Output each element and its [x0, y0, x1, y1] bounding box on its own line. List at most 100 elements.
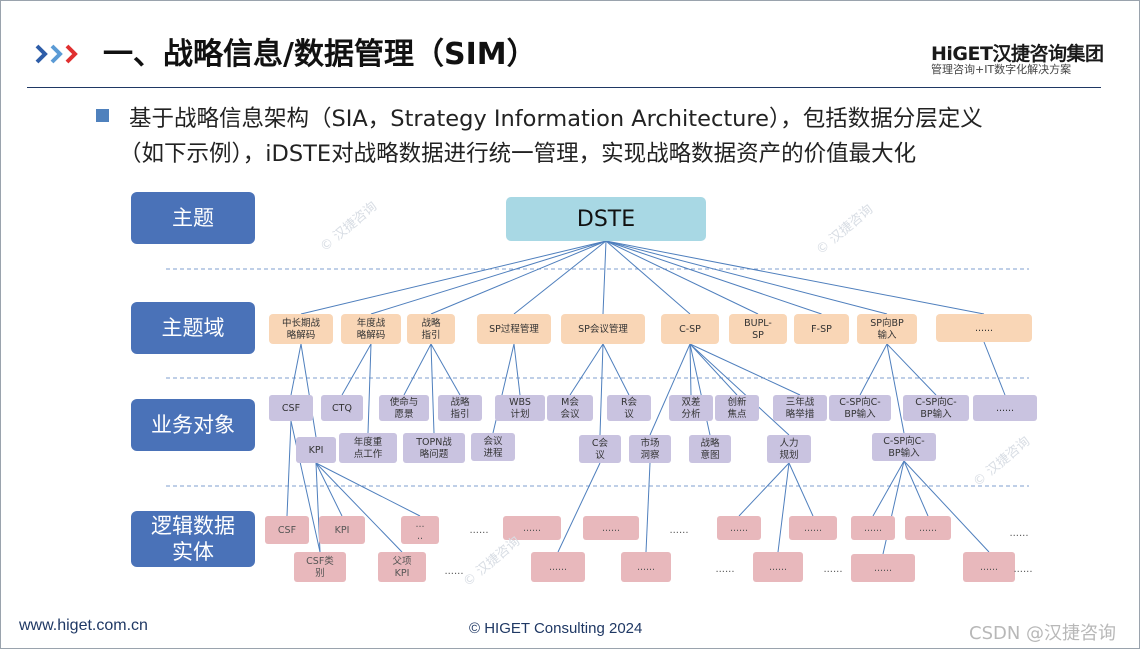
chevron-right-icon	[50, 44, 63, 64]
entity-box-label: ......	[769, 562, 787, 573]
connector-line	[788, 462, 814, 517]
connector-line	[983, 341, 1006, 396]
level-box	[131, 511, 255, 567]
object-box	[379, 395, 429, 421]
object-box-label: C会议	[592, 437, 609, 461]
object-box-label-line: C-SP向C-	[915, 396, 956, 408]
connector-line	[300, 240, 607, 315]
object-box	[773, 395, 827, 421]
connector-line	[738, 462, 790, 517]
connector-line	[315, 462, 403, 553]
page-title: 一、战略信息/数据管理（SIM）	[103, 37, 537, 72]
square-bullet-icon	[96, 109, 109, 122]
entity-box	[789, 516, 837, 540]
entity-box-label-line: ......	[980, 562, 998, 573]
ellipsis-text: ......	[715, 564, 734, 575]
level-box	[131, 192, 255, 244]
connector-line	[689, 343, 801, 396]
ellipsis-text-line: ......	[444, 566, 463, 577]
object-box-label-line: C-SP向C-	[839, 396, 880, 408]
level-box-label: 业务对象	[151, 413, 235, 437]
entity-box	[753, 552, 803, 582]
entity-box-label-line: CSF	[278, 525, 296, 536]
object-box-label: C-SP向C-BP输入	[883, 435, 924, 459]
object-box-label-line: BP输入	[920, 407, 952, 419]
domain-box-label-line: 指引	[421, 328, 440, 340]
entity-box-label: CSF	[278, 525, 296, 536]
connector-line	[599, 343, 604, 436]
entity-box	[265, 516, 309, 544]
ellipsis-text: ......	[444, 566, 463, 577]
domain-box	[729, 314, 787, 344]
object-box	[321, 395, 363, 421]
object-box-label: 会议进程	[483, 435, 503, 459]
connector-line	[645, 462, 651, 553]
domain-box-label: ......	[975, 323, 993, 334]
level-box-label-line: 主题	[172, 206, 214, 230]
domain-box	[407, 314, 455, 344]
domain-box-label-line: 略解码	[357, 328, 386, 340]
connector-line	[315, 462, 421, 517]
entity-box	[378, 552, 426, 582]
entity-box-label-line: ......	[919, 523, 937, 534]
connector-line	[569, 343, 604, 396]
connector-line	[430, 343, 435, 434]
ellipsis-text-line: ......	[1013, 564, 1032, 575]
connector-line	[872, 460, 905, 517]
object-box	[903, 395, 969, 421]
object-box-label-line: 略问题	[420, 447, 449, 459]
entity-box-label: ......	[874, 563, 892, 574]
object-box-label: C-SP向C-BP输入	[839, 396, 880, 420]
connector-line	[903, 460, 990, 553]
entity-box-label-line: ..	[417, 530, 423, 541]
domain-box-label: SP会议管理	[578, 323, 628, 335]
object-box-label-line: 意图	[700, 448, 719, 460]
domain-box	[477, 314, 551, 344]
ellipsis-text: ......	[1009, 528, 1028, 539]
entity-box-label-line: ......	[804, 523, 822, 534]
connector-line	[605, 240, 822, 315]
object-box-label-line: 创新	[727, 396, 747, 408]
object-box-label-line: 焦点	[727, 407, 747, 419]
chevron-right-icon	[35, 44, 48, 64]
object-box-label-line: 战略	[450, 396, 470, 408]
object-box	[269, 395, 313, 421]
domain-box-label-line: ......	[975, 323, 993, 334]
brand-tagline: 管理咨询+IT数字化解决方案	[931, 63, 1072, 76]
ellipsis-text: ......	[669, 525, 688, 536]
object-box-label-line: WBS	[509, 397, 531, 408]
connector-line	[513, 240, 607, 315]
entity-box-label: ......	[549, 562, 567, 573]
entity-box-label-line: KPI	[335, 525, 350, 536]
bullet-line-2: （如下示例），iDSTE对战略数据进行统一管理，实现战略数据资产的价值最大化	[119, 141, 917, 167]
bullet-line-1: 基于战略信息架构（SIA，Strategy Information Archit…	[129, 106, 983, 132]
entity-box	[583, 516, 639, 540]
connector-line	[341, 343, 372, 396]
topic-box-label-line: DSTE	[577, 207, 635, 232]
domain-box-label-line: SP	[752, 329, 764, 340]
connector-line	[886, 343, 937, 396]
object-box-label: 年度重点工作	[354, 436, 383, 460]
entity-box-label: ......	[980, 562, 998, 573]
entity-box-label: ......	[602, 523, 620, 534]
domain-box-label-line: SP会议管理	[578, 323, 628, 335]
object-box-label: 战略意图	[700, 437, 720, 461]
object-box	[296, 437, 336, 463]
ellipsis-text-line: ......	[469, 525, 488, 536]
ellipsis-text-line: ......	[1009, 528, 1028, 539]
connector-line	[403, 343, 432, 396]
object-box-label-line: 议	[595, 449, 605, 460]
object-box	[669, 395, 713, 421]
entity-box	[905, 516, 951, 540]
entity-box-label-line: KPI	[395, 567, 410, 578]
entity-box	[319, 516, 365, 544]
object-box-label-line: 点工作	[354, 447, 383, 459]
connector-line	[689, 343, 738, 396]
connector-line	[605, 240, 985, 315]
connector-line	[649, 343, 691, 436]
object-box-label-line: 双差	[681, 396, 700, 408]
object-box-label: 市场洞察	[640, 437, 660, 461]
entity-box-label: ......	[919, 523, 937, 534]
